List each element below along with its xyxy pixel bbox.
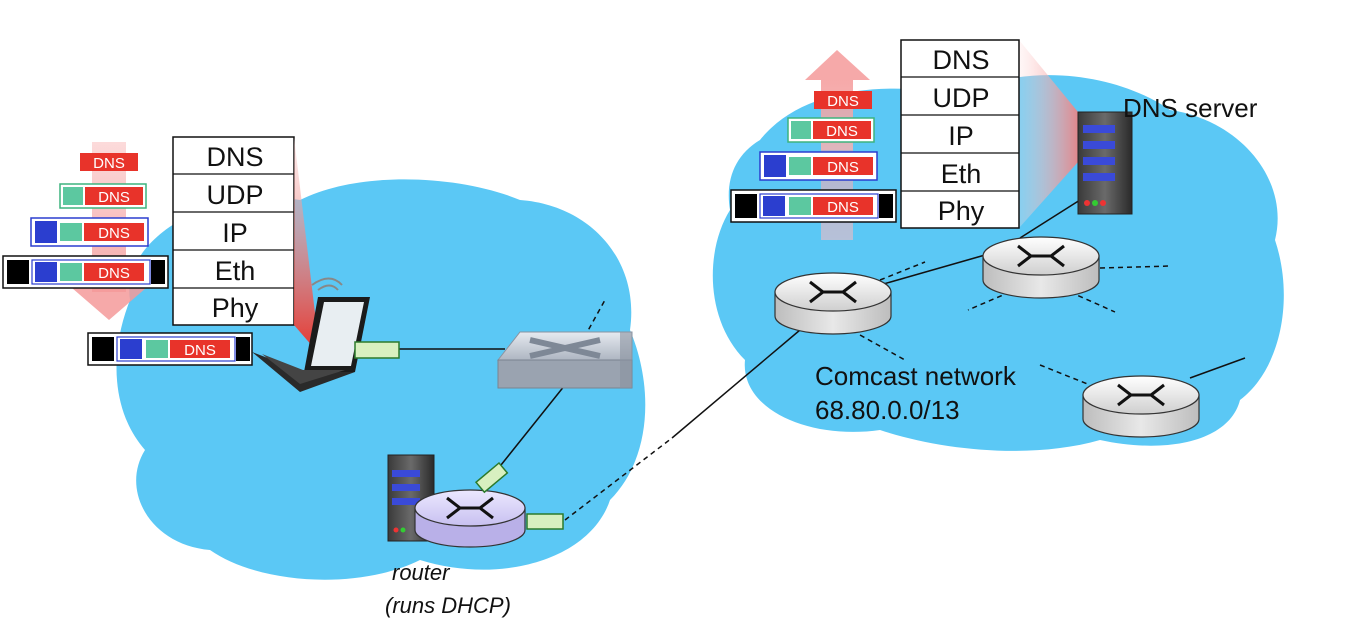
right-protocol-stack: DNS UDP IP Eth Phy xyxy=(900,39,1020,229)
link-router-isp-dashed xyxy=(564,437,673,521)
left-stack-beam xyxy=(294,137,320,355)
packet-ip-left: DNS xyxy=(30,217,149,247)
left-stack-udp: UDP xyxy=(206,180,263,210)
comcast-router-1-icon xyxy=(774,272,892,335)
link-r2-dashed-left xyxy=(967,291,1011,311)
link-r1-dashed-up xyxy=(879,261,926,281)
svg-text:DNS: DNS xyxy=(93,155,125,172)
comcast-network-prefix: 68.80.0.0/13 xyxy=(815,395,960,425)
link-r3-right xyxy=(1189,357,1246,379)
left-protocol-stack: DNS UDP IP Eth Phy xyxy=(172,136,295,326)
left-stack-ip: IP xyxy=(222,218,248,248)
svg-text:DNS: DNS xyxy=(827,93,859,110)
svg-text:DNS: DNS xyxy=(98,265,130,282)
laptop-icon xyxy=(252,277,370,392)
svg-text:DNS: DNS xyxy=(826,123,858,140)
left-stack-eth: Eth xyxy=(215,256,256,286)
router-nic-right xyxy=(526,513,564,530)
right-stack-beam xyxy=(1019,40,1078,228)
dns-server-label: DNS server xyxy=(1123,93,1258,123)
link-r1-r2 xyxy=(879,254,986,286)
right-stack-ip: IP xyxy=(948,121,974,151)
link-r2-server xyxy=(1019,199,1081,239)
svg-text:DNS: DNS xyxy=(98,189,130,206)
router-label-line1: router xyxy=(392,560,451,585)
right-stack-dns: DNS xyxy=(932,45,989,75)
packet-udp-left: DNS xyxy=(59,183,147,209)
router-nic-top xyxy=(474,461,509,494)
svg-text:DNS: DNS xyxy=(98,225,130,242)
svg-text:DNS: DNS xyxy=(827,199,859,216)
router-label-line2: (runs DHCP) xyxy=(385,593,511,618)
packet-frame-at-laptop: DNS xyxy=(87,332,253,366)
comcast-router-3-icon xyxy=(1082,375,1200,438)
packet-eth-right: DNS xyxy=(730,189,897,223)
comcast-router-2-icon xyxy=(982,236,1100,299)
packet-udp-right: DNS xyxy=(787,117,875,143)
dns-server-icon xyxy=(1077,111,1133,215)
packet-dns-only-right: DNS xyxy=(814,91,872,110)
right-stack-eth: Eth xyxy=(941,159,982,189)
left-stack-phy: Phy xyxy=(212,293,259,323)
switch-icon xyxy=(496,331,633,389)
laptop-nic xyxy=(354,341,400,359)
right-stack-phy: Phy xyxy=(938,196,985,226)
packet-dns-only-left: DNS xyxy=(80,153,138,172)
link-isp-comcast xyxy=(671,329,801,439)
svg-text:DNS: DNS xyxy=(184,342,216,359)
local-router-icon xyxy=(414,489,526,548)
left-stack-dns: DNS xyxy=(206,142,263,172)
comcast-network-name: Comcast network xyxy=(815,361,1017,391)
link-switch-router xyxy=(496,384,566,471)
right-stack-udp: UDP xyxy=(932,83,989,113)
svg-text:DNS: DNS xyxy=(827,159,859,176)
link-r2-dashed-right xyxy=(1099,265,1171,269)
packet-eth-left: DNS xyxy=(2,255,169,289)
packet-ip-right: DNS xyxy=(759,151,878,181)
